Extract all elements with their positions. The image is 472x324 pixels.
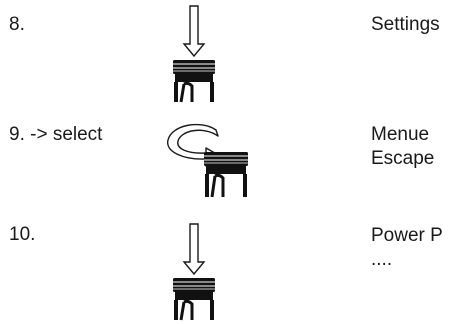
step-label-line: Settings <box>371 14 440 35</box>
step-label: Settings <box>371 13 440 37</box>
step-label-line: Menue <box>371 124 430 145</box>
step-label: Menue Escape <box>371 123 434 171</box>
step-label-line: .... <box>371 249 393 270</box>
rotate-arrow-icon <box>167 123 248 198</box>
press-down-arrow-icon <box>173 223 215 321</box>
press-down-arrow-icon <box>173 5 215 103</box>
step-number: 9. -> select <box>9 124 103 145</box>
step-number: 8. <box>9 14 25 35</box>
step-label-line: Power P <box>371 225 443 246</box>
step-number: 10. <box>9 224 36 245</box>
step-label-line: Escape <box>371 148 435 169</box>
step-label: Power P .... <box>371 224 443 272</box>
